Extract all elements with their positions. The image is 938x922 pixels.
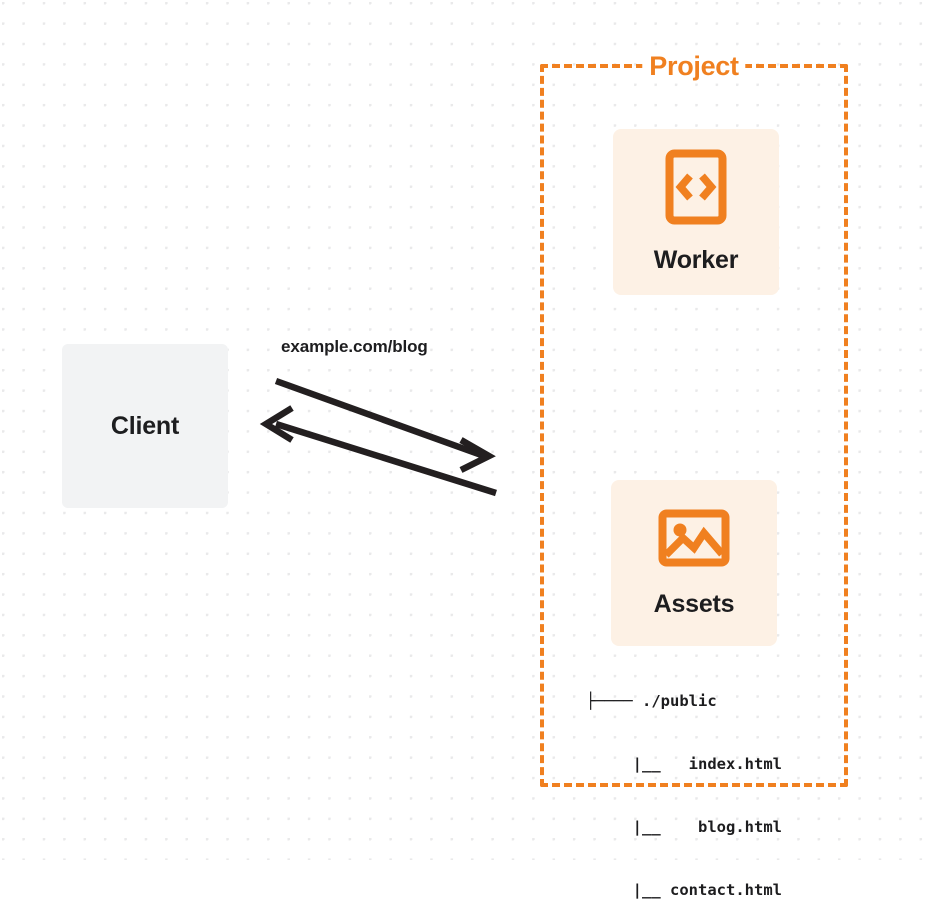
file-tree-row: |__ contact.html: [614, 881, 782, 899]
image-icon: [658, 507, 730, 574]
client-node[interactable]: Client: [62, 344, 228, 508]
worker-label: Worker: [653, 246, 739, 274]
assets-label: Assets: [653, 590, 735, 618]
connection-label: example.com/blog: [281, 337, 428, 356]
file-tree-row: |__ blog.html: [614, 818, 782, 836]
project-title: Project: [642, 51, 746, 82]
file-tree: ├──── ./public |__ index.html |__ blog.h…: [586, 649, 782, 922]
code-file-icon: [665, 149, 727, 230]
worker-node[interactable]: Worker: [613, 129, 779, 295]
file-tree-row: ├──── ./public: [586, 692, 717, 710]
client-label: Client: [110, 411, 180, 440]
project-container[interactable]: Project: [540, 51, 848, 787]
assets-node[interactable]: Assets: [611, 480, 777, 646]
file-tree-row: |__ index.html: [614, 755, 782, 773]
